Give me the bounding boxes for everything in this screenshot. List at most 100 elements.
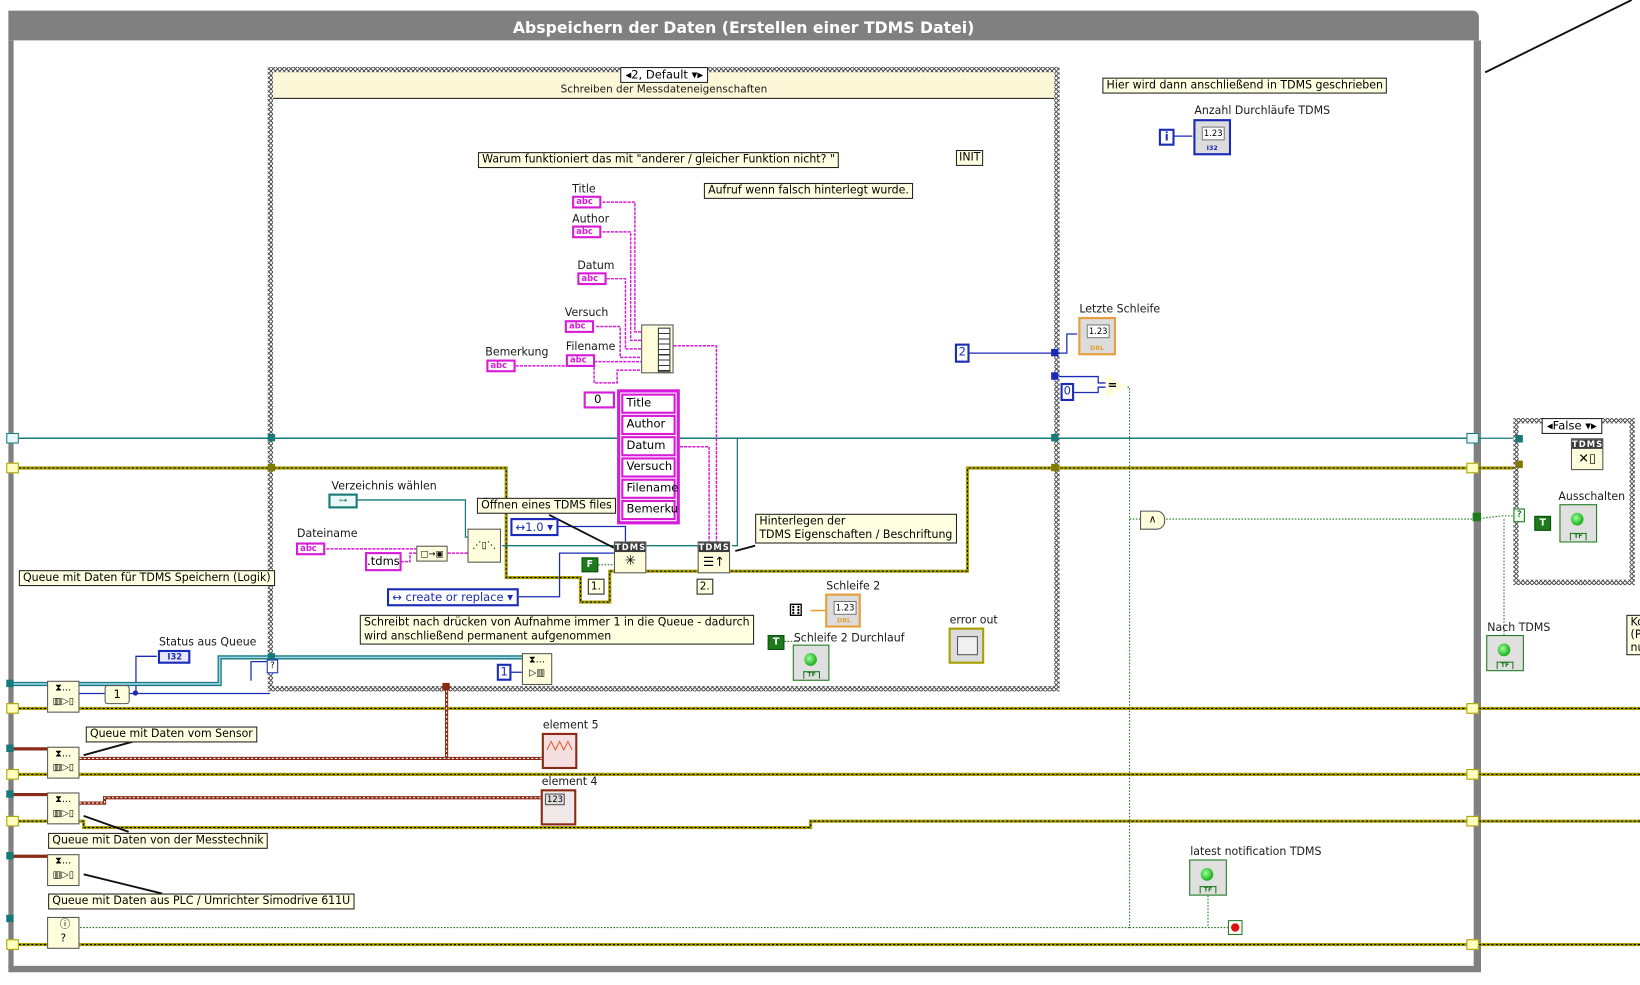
led-type: TF: [803, 671, 820, 679]
array-item[interactable]: Filename: [621, 478, 678, 499]
array-item[interactable]: Datum: [621, 436, 676, 457]
label-versuch: Versuch: [564, 306, 609, 320]
array-item[interactable]: Title: [621, 393, 676, 414]
note-wrong-call: Aufruf wenn falsch hinterlegt wurde.: [703, 182, 914, 199]
tdms-close-header: TDMS: [1571, 439, 1604, 449]
label-verzeichnis: Verzeichnis wählen: [331, 479, 437, 493]
array-item[interactable]: Versuch: [621, 457, 676, 478]
tunnel-refnum-right: [1051, 433, 1059, 442]
true-constant-schleife2[interactable]: T: [767, 635, 785, 650]
indicator-error-out: [948, 627, 985, 664]
control-author[interactable]: [572, 225, 602, 239]
tdms-open-node: TDMS ✳: [613, 541, 647, 574]
control-title[interactable]: [572, 195, 602, 209]
note-sensor-queue: Queue mit Daten vom Sensor: [85, 726, 257, 743]
shift-register-error-2: [6, 703, 19, 714]
label-author: Author: [572, 212, 610, 226]
led-bulb: [1497, 643, 1511, 657]
control-datum[interactable]: [577, 272, 607, 286]
properties-list-icon: ☰↑: [702, 554, 725, 570]
control-bemerkung[interactable]: [486, 359, 516, 373]
label-element4: element 4: [541, 775, 598, 789]
note-plc-queue: Queue mit Daten aus PLC / Umrichter Simo…: [48, 893, 355, 910]
led-bulb: [1570, 512, 1584, 526]
anzahl-display: 1.23: [1201, 126, 1225, 141]
array-item[interactable]: Author: [621, 414, 676, 436]
operation-enum[interactable]: ↔ create or replace ▾: [386, 588, 519, 607]
note-set-properties: Hinterlegen der TDMS Eigenschaften / Bes…: [755, 513, 957, 544]
constant-0[interactable]: 0: [1060, 382, 1075, 402]
case-selector[interactable]: ◂2, Default ▾▸: [620, 67, 709, 83]
iteration-terminal: i: [1158, 128, 1175, 146]
false-case-selector-value: False: [1552, 419, 1582, 433]
label-filename: Filename: [565, 340, 616, 354]
tunnel-queue-left: [267, 653, 276, 661]
shift-register-right-error-3: [1466, 769, 1479, 780]
false-case-selector[interactable]: ◂False ▾▸: [1541, 418, 1603, 434]
tdms-set-properties-node: TDMS ☰↑: [697, 541, 731, 574]
shift-register-right-error-4: [1466, 815, 1479, 827]
version-enum[interactable]: ↔1.0 ▾: [510, 518, 559, 537]
shift-register-error-1: [6, 462, 19, 474]
control-verzeichnis[interactable]: ⊶: [328, 493, 358, 509]
array-item[interactable]: Bemerku: [621, 499, 678, 521]
tunnel-numeric-out-2: [1051, 372, 1059, 380]
control-dateiname[interactable]: [295, 542, 326, 556]
concatenate-strings-node: □→▣: [416, 545, 448, 562]
control-versuch[interactable]: [564, 320, 595, 333]
constant-1-left[interactable]: 1: [104, 685, 130, 705]
equal-node: [1105, 374, 1127, 398]
note-open-tdms: Öffnen eines TDMS files: [476, 497, 616, 514]
indicator-element4: 123: [540, 789, 577, 826]
shift-register-error-5: [6, 939, 19, 950]
note-question: Warum funktioniert das mit "anderer / gl…: [477, 152, 840, 169]
label-schleife2-durchlauf: Schleife 2 Durchlauf: [793, 631, 905, 645]
note-right-tdms: Hier wird dann anschließend in TDMS gesc…: [1102, 77, 1388, 94]
shift-register-right-error-2: [1466, 703, 1479, 714]
note-set-properties-line1: Hinterlegen der: [759, 514, 846, 528]
label-anzahl: Anzahl Durchläufe TDMS: [1194, 104, 1331, 118]
status-type: I32: [167, 652, 183, 662]
frame-title: Abspeichern der Daten (Erstellen einer T…: [8, 10, 1479, 41]
schleife2-display: 1.23: [833, 600, 857, 615]
tunnel-error-right: [1051, 463, 1059, 472]
label-dateiname: Dateiname: [297, 527, 358, 541]
wire-error-4: [18, 819, 1640, 830]
version-enum-value: 1.0: [525, 520, 544, 534]
operation-enum-value: create or replace: [405, 590, 504, 605]
led-bulb: [804, 653, 817, 666]
note-writes-line1: Schreibt nach drücken von Aufnahme immer…: [363, 615, 750, 629]
letzte-display: 1.23: [1086, 324, 1110, 339]
led-nach-tdms: TF: [1486, 635, 1524, 672]
random-number-node: ⚅: [788, 599, 804, 621]
tdms-extension-value: .tdms: [367, 554, 400, 569]
array-index[interactable]: 0: [583, 391, 615, 409]
tdms-extension-constant[interactable]: .tdms: [365, 552, 402, 572]
array-index-value: 0: [594, 392, 602, 407]
tunnel-boolean-right: [1472, 512, 1481, 522]
note-messtechnik-queue: Queue mit Daten von der Messtechnik: [48, 832, 268, 849]
case-selector-value: 2, Default: [631, 68, 688, 82]
dequeue-node-plc: ⧗…▥▷▯: [47, 854, 80, 887]
led-schleife2-durchlauf: TF: [792, 644, 830, 681]
false-constant[interactable]: F: [581, 557, 599, 573]
control-filename[interactable]: [565, 354, 596, 367]
tunnel-numeric-out-1: [1051, 348, 1059, 357]
true-constant-ausschalten[interactable]: T: [1534, 515, 1552, 531]
constant-2[interactable]: 2: [954, 343, 970, 363]
label-schleife2: Schleife 2: [826, 579, 881, 593]
tunnel-left-cluster-1: [6, 744, 14, 753]
false-tunnel-error: [1515, 460, 1523, 469]
label-datum: Datum: [577, 259, 615, 273]
false-case-selector-terminal: ?: [1513, 508, 1525, 523]
tunnel-left-queue: [6, 679, 14, 688]
build-array-node: [641, 324, 674, 374]
label-latest-notification: latest notification TDMS: [1190, 845, 1322, 859]
letzte-type: DBL: [1090, 344, 1105, 353]
tunnel-left-cluster-3: [6, 852, 14, 860]
tdms-close-node: TDMS ✕▯: [1570, 438, 1604, 471]
enqueue-constant[interactable]: 1: [496, 663, 512, 681]
note-cut-off: Ko (P nu: [1626, 614, 1640, 656]
wire-junction: [132, 690, 139, 696]
